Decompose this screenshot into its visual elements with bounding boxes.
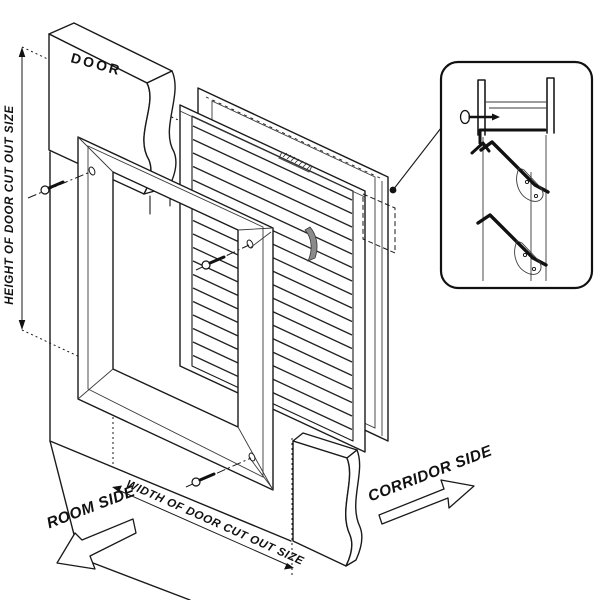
louver-clip	[304, 226, 318, 262]
screw-hole	[248, 452, 256, 462]
room-side-frame	[77, 136, 274, 491]
screw-hole	[88, 166, 96, 176]
corridor-side-indicator: CORRIDOR SIDE	[366, 442, 495, 525]
screw	[27, 171, 91, 199]
mounting-screws	[27, 171, 252, 488]
louver-blade-section	[479, 140, 550, 202]
height-dimension: HEIGHT OF DOOR CUT OUT SIZE	[4, 47, 26, 330]
door-upper-slab: DOOR	[48, 22, 177, 215]
screw	[185, 457, 252, 488]
louver-blade-section	[476, 213, 548, 275]
vent-hatch-strip	[278, 151, 313, 173]
inset-screw	[459, 109, 500, 125]
screw-hole	[246, 239, 254, 249]
screw	[195, 244, 250, 271]
door-lower-slab	[49, 151, 363, 600]
height-dimension-label: HEIGHT OF DOOR CUT OUT SIZE	[4, 105, 16, 305]
hidden-jamb-profile	[362, 127, 442, 254]
detail-inset	[439, 60, 594, 290]
